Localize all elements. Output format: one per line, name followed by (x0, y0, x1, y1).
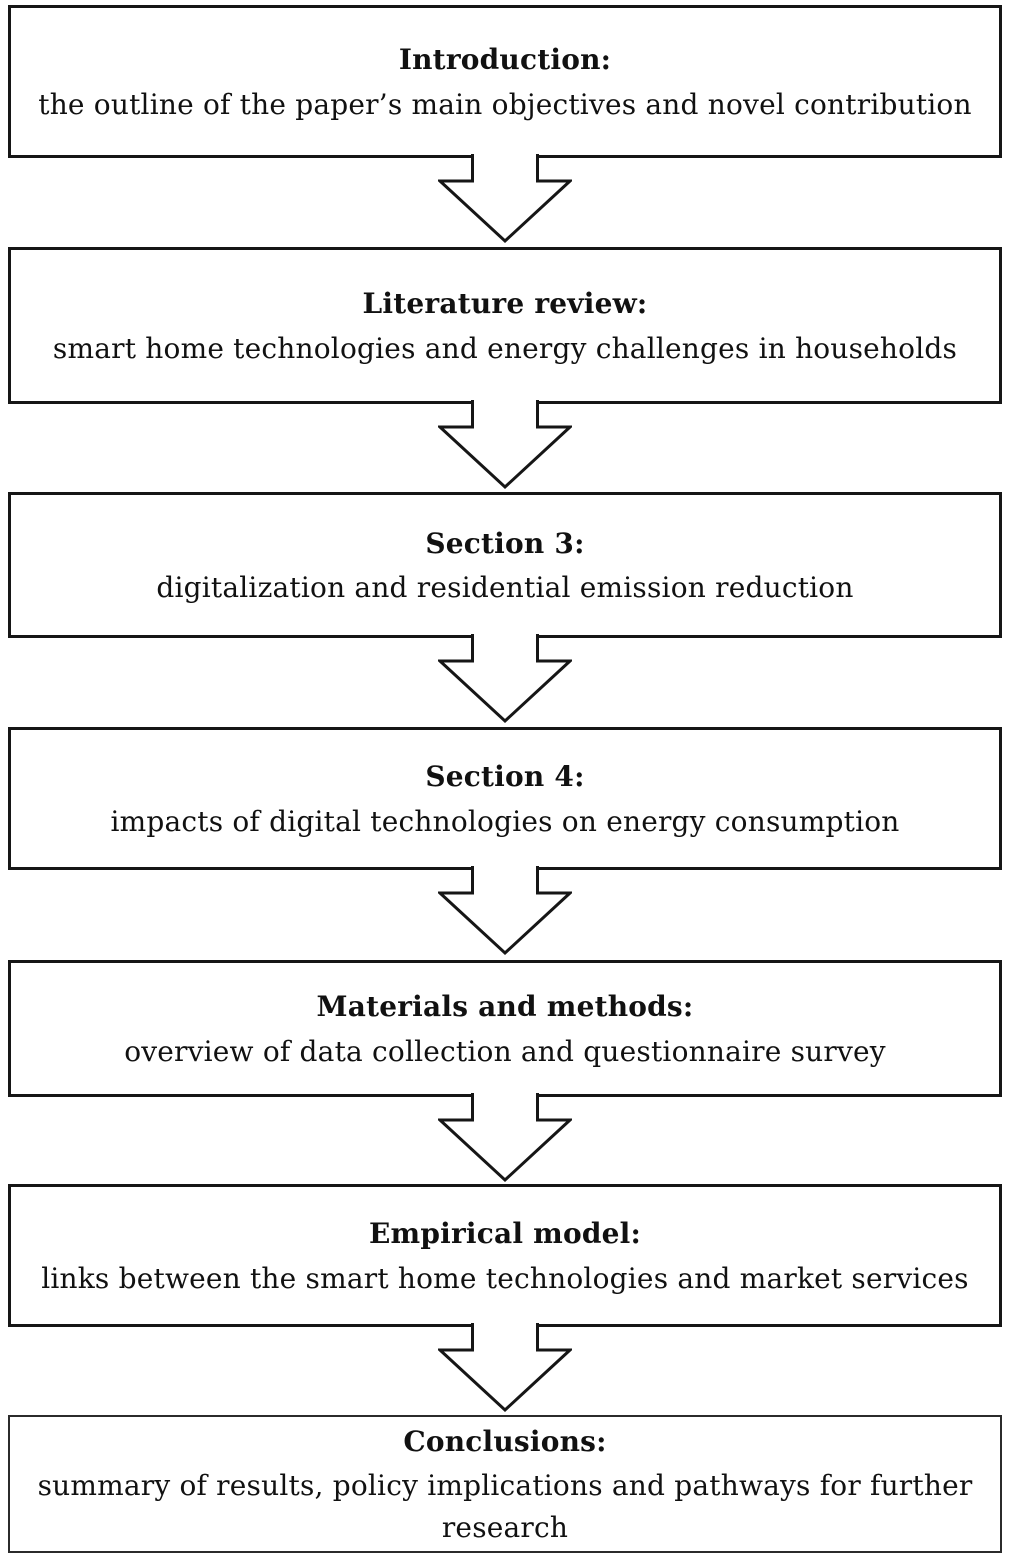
box-title: Materials and methods: (316, 990, 694, 1024)
flow-box-section-4: Section 4: impacts of digital technologi… (8, 727, 1002, 870)
flow-box-introduction: Introduction: the outline of the paper’s… (8, 5, 1002, 158)
box-description: summary of results, policy implications … (37, 1469, 973, 1545)
flow-box-section-3: Section 3: digitalization and residentia… (8, 492, 1002, 638)
down-arrow-icon (438, 1093, 572, 1183)
box-description: digitalization and residential emission … (156, 571, 854, 605)
down-arrow-icon (438, 634, 572, 724)
box-title: Conclusions: (403, 1424, 607, 1458)
box-title: Section 4: (425, 760, 585, 794)
box-description: links between the smart home technologie… (41, 1261, 969, 1295)
flow-box-materials-and-methods: Materials and methods: overview of data … (8, 960, 1002, 1097)
box-title: Literature review: (362, 287, 648, 321)
down-arrow-icon (438, 866, 572, 956)
down-arrow-icon (438, 154, 572, 244)
box-title: Empirical model: (368, 1217, 642, 1251)
box-description: the outline of the paper’s main objectiv… (38, 87, 972, 121)
box-title: Introduction: (398, 43, 612, 77)
flow-box-conclusions: Conclusions: summary of results, policy … (8, 1415, 1002, 1553)
flow-box-empirical-model: Empirical model: links between the smart… (8, 1184, 1002, 1327)
down-arrow-icon (438, 1323, 572, 1413)
box-description: overview of data collection and question… (124, 1034, 886, 1068)
box-description: smart home technologies and energy chall… (52, 331, 958, 365)
box-description: impacts of digital technologies on energ… (110, 804, 900, 838)
down-arrow-icon (438, 400, 572, 490)
flow-box-literature-review: Literature review: smart home technologi… (8, 247, 1002, 404)
box-title: Section 3: (425, 526, 585, 560)
